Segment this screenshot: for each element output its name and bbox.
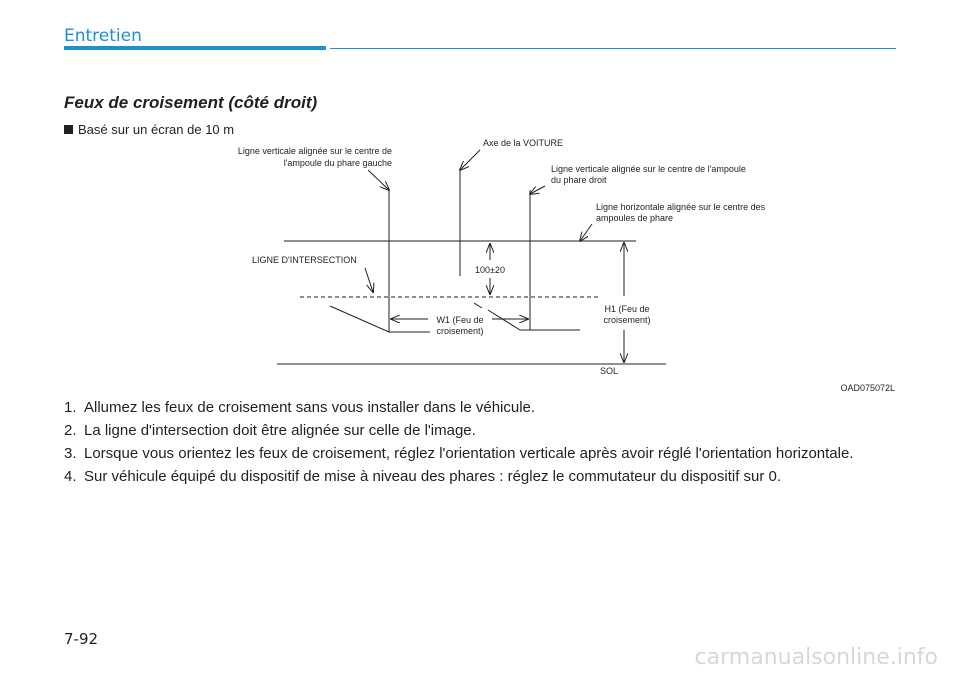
step-number: 2. — [64, 422, 77, 439]
horizontal-label-1: Ligne horizontale alignée sur le centre … — [596, 202, 766, 212]
w1-label-1: W1 (Feu de — [436, 315, 483, 325]
header-rule-thin — [330, 48, 896, 49]
right-vertical-leader-arrow — [530, 185, 546, 194]
step-number: 3. — [64, 445, 77, 462]
right-vertical-label-2: du phare droit — [551, 175, 607, 185]
intersection-label: LIGNE D'INTERSECTION — [252, 255, 357, 265]
note-text: Basé sur un écran de 10 m — [78, 122, 235, 137]
left-vertical-label-1: Ligne verticale alignée sur le centre de — [238, 146, 392, 156]
horizontal-leader-arrow — [580, 223, 593, 241]
step-item: 3. Lorsque vous orientez les feux de croi… — [64, 444, 896, 463]
step-number: 4. — [64, 468, 77, 485]
left-vertical-leader-arrow — [367, 169, 389, 190]
horizontal-label-2: ampoules de phare — [596, 213, 673, 223]
h1-label-2: croisement) — [603, 315, 650, 325]
h1-label-1: H1 (Feu de — [604, 304, 649, 314]
intersection-leader-arrow — [364, 267, 373, 292]
instruction-steps: 1. Allumez les feux de croisement sans vo… — [64, 398, 896, 490]
section-header: Entretien — [64, 26, 142, 46]
ground-label: SOL — [600, 366, 618, 376]
page-number: 7-92 — [64, 630, 99, 648]
step-item: 2. La ligne d'intersection doit être alig… — [64, 421, 896, 440]
step-item: 4. Sur véhicule équipé du dispositif de m… — [64, 467, 896, 486]
offset-label: 100±20 — [475, 265, 505, 275]
square-bullet-icon — [64, 125, 73, 134]
figure-code: OAD075072L — [840, 383, 895, 393]
left-vertical-label-2: l'ampoule du phare gauche — [284, 158, 392, 168]
car-axis-leader-arrow — [460, 149, 481, 170]
step-number: 1. — [64, 399, 77, 416]
car-axis-label: Axe de la VOITURE — [483, 138, 563, 148]
step-text: Sur véhicule équipé du dispositif de mis… — [84, 468, 782, 485]
step-text: Lorsque vous orientez les feux de croise… — [84, 445, 854, 462]
step-item: 1. Allumez les feux de croisement sans vo… — [64, 398, 896, 417]
step-text: La ligne d'intersection doit être aligné… — [84, 422, 476, 439]
w1-label-2: croisement) — [436, 326, 483, 336]
right-vertical-label-1: Ligne verticale alignée sur le centre de… — [551, 164, 746, 174]
left-cutoff-pattern — [329, 305, 430, 333]
note: Basé sur un écran de 10 m — [64, 122, 234, 137]
center-tick — [473, 302, 483, 309]
watermark: carmanualsonline.info — [694, 645, 938, 670]
page-title: Feux de croisement (côté droit) — [64, 93, 318, 112]
right-cutoff-pattern — [487, 309, 580, 331]
header-rule-thick — [64, 46, 326, 50]
step-text: Allumez les feux de croisement sans vous… — [84, 399, 536, 416]
